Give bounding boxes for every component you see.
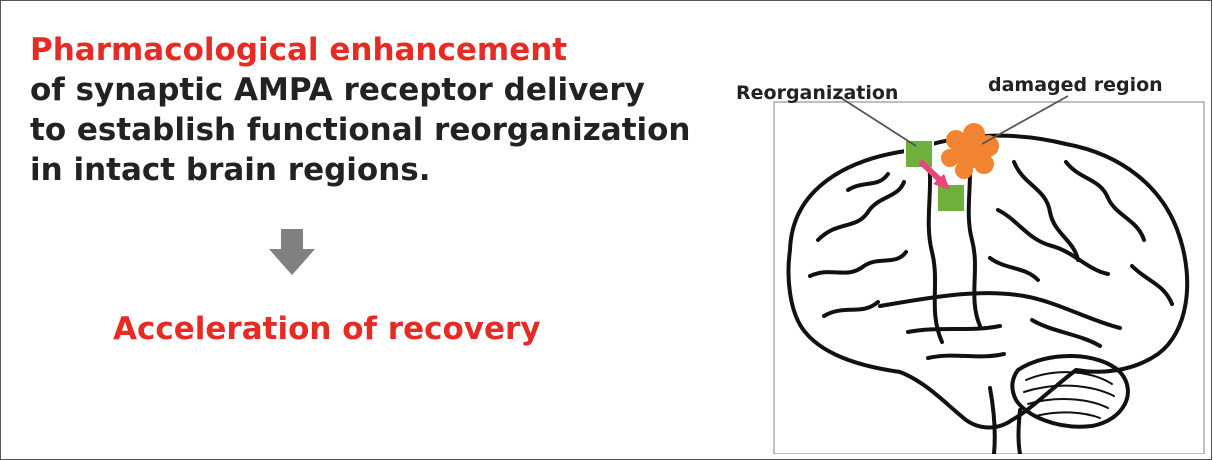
result-label: Acceleration of recovery (113, 311, 541, 347)
cerebellum (1010, 353, 1130, 429)
statement-line-3: in intact brain regions. (30, 152, 431, 188)
down-arrow-icon (269, 229, 315, 275)
statement-line-2: to establish functional reorganization (30, 112, 691, 148)
statement-text: Pharmacological enhancement of synaptic … (30, 30, 710, 190)
brain-stem (988, 386, 997, 454)
damaged-leader-line (981, 95, 1069, 145)
shift-arrow-icon (919, 160, 950, 190)
reorganization-leader-line (837, 95, 917, 147)
reorganization-square-target (936, 183, 966, 213)
reorganization-label: Reorganization (736, 82, 899, 104)
damaged-region-label: damaged region (988, 74, 1163, 96)
statement-headline: Pharmacological enhancement (30, 32, 568, 68)
reorganization-square-origin (904, 139, 934, 169)
statement-line-1: of synaptic AMPA receptor delivery (30, 72, 645, 108)
brain-figure (773, 95, 1205, 454)
damaged-region-marker (941, 123, 999, 179)
